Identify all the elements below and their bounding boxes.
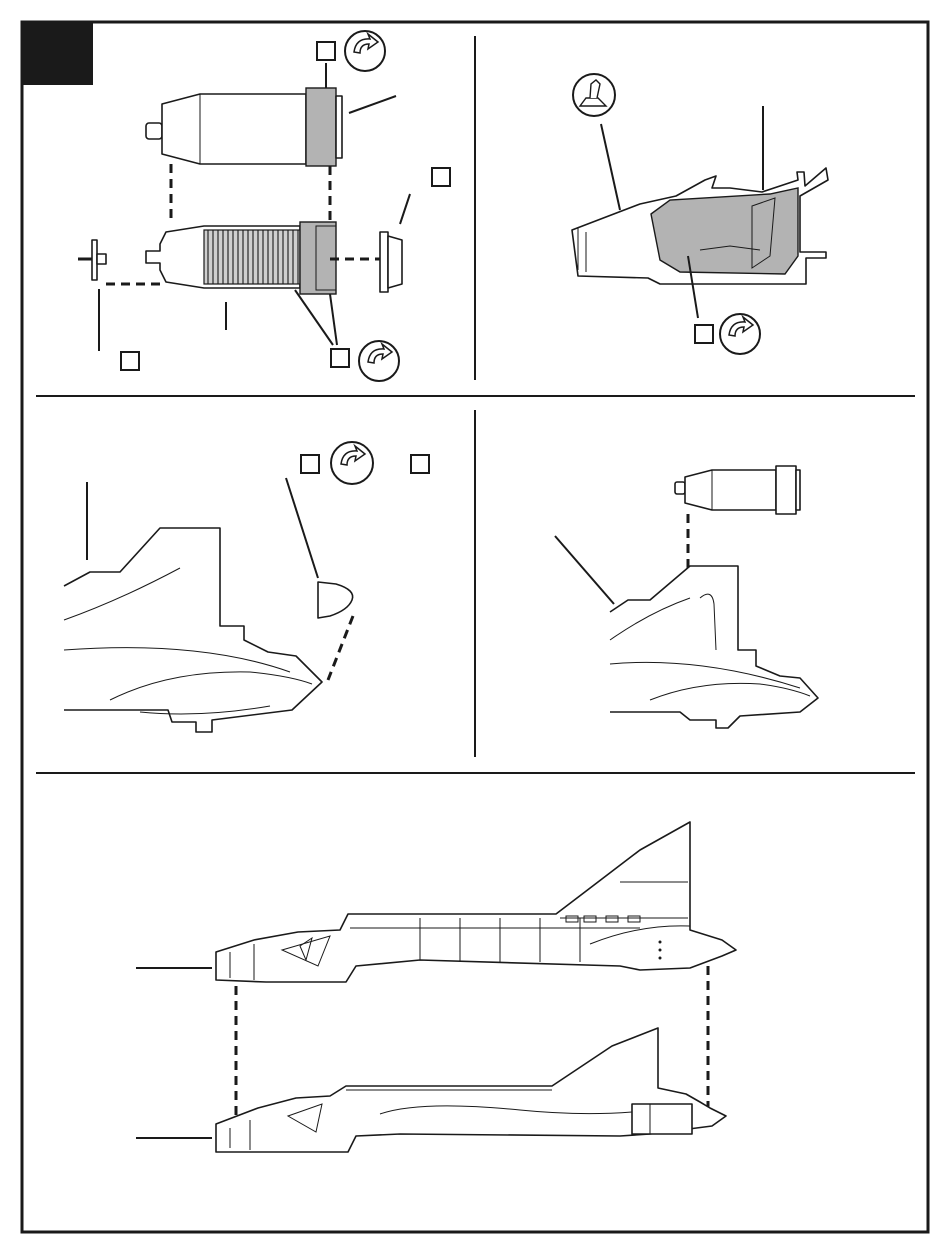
glue-area <box>651 188 798 274</box>
glue-icon <box>720 314 760 354</box>
exhaust-can-part <box>146 88 342 166</box>
exhaust-nozzle-part <box>146 222 336 294</box>
nose-cone-part <box>318 582 353 618</box>
part-number-box <box>121 352 139 370</box>
fuselage-tail-section <box>610 566 818 728</box>
decal-icon <box>573 74 615 116</box>
glue-area <box>306 88 336 166</box>
fuselage-left-half <box>216 822 736 982</box>
glue-icon <box>345 31 385 71</box>
end-cap-part <box>380 232 402 292</box>
glue-icon <box>331 442 373 484</box>
part-number-box <box>331 349 349 367</box>
panel-cockpit-side <box>572 74 828 354</box>
glue-icon <box>359 341 399 381</box>
rod-part <box>78 240 106 280</box>
part-number-box <box>695 325 713 343</box>
leader-line <box>349 96 396 113</box>
part-number-box <box>317 42 335 60</box>
panel-fuselage-join <box>136 822 736 1152</box>
fuselage-nose-section <box>64 528 322 732</box>
panel-exhaust-insert <box>555 466 818 728</box>
panel-exhaust-assembly <box>78 31 450 381</box>
panel-nose-cone <box>64 442 429 732</box>
step-number-badge <box>22 22 93 85</box>
fuselage-right-half <box>216 1028 726 1152</box>
part-number-box <box>411 455 429 473</box>
fuselage-half-part <box>572 168 828 284</box>
part-number-box <box>301 455 319 473</box>
exhaust-can-part <box>675 466 800 514</box>
installed-exhaust-part <box>632 1104 692 1134</box>
part-number-box <box>432 168 450 186</box>
